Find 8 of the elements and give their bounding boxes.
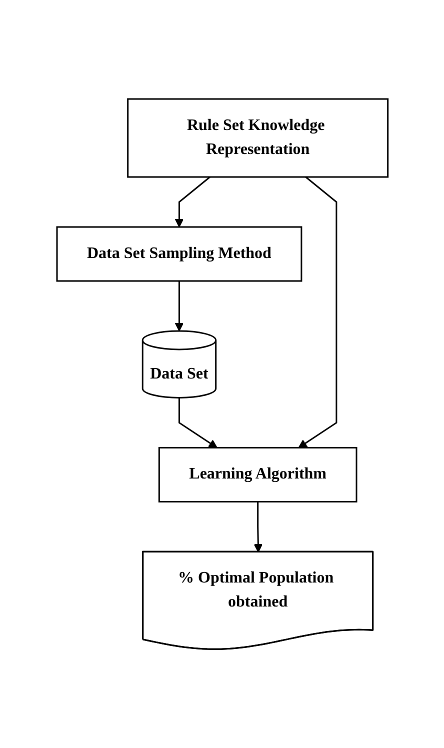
arrow: [253, 502, 262, 552]
arrow: [298, 176, 337, 448]
arrow: [178, 398, 217, 448]
arrow: [174, 280, 184, 332]
node-box: Learning Algorithm: [158, 446, 357, 502]
arrow: [174, 176, 210, 228]
node-box: Data Set Sampling Method: [56, 226, 302, 282]
node-box: Rule Set Knowledge Representation: [126, 98, 388, 178]
